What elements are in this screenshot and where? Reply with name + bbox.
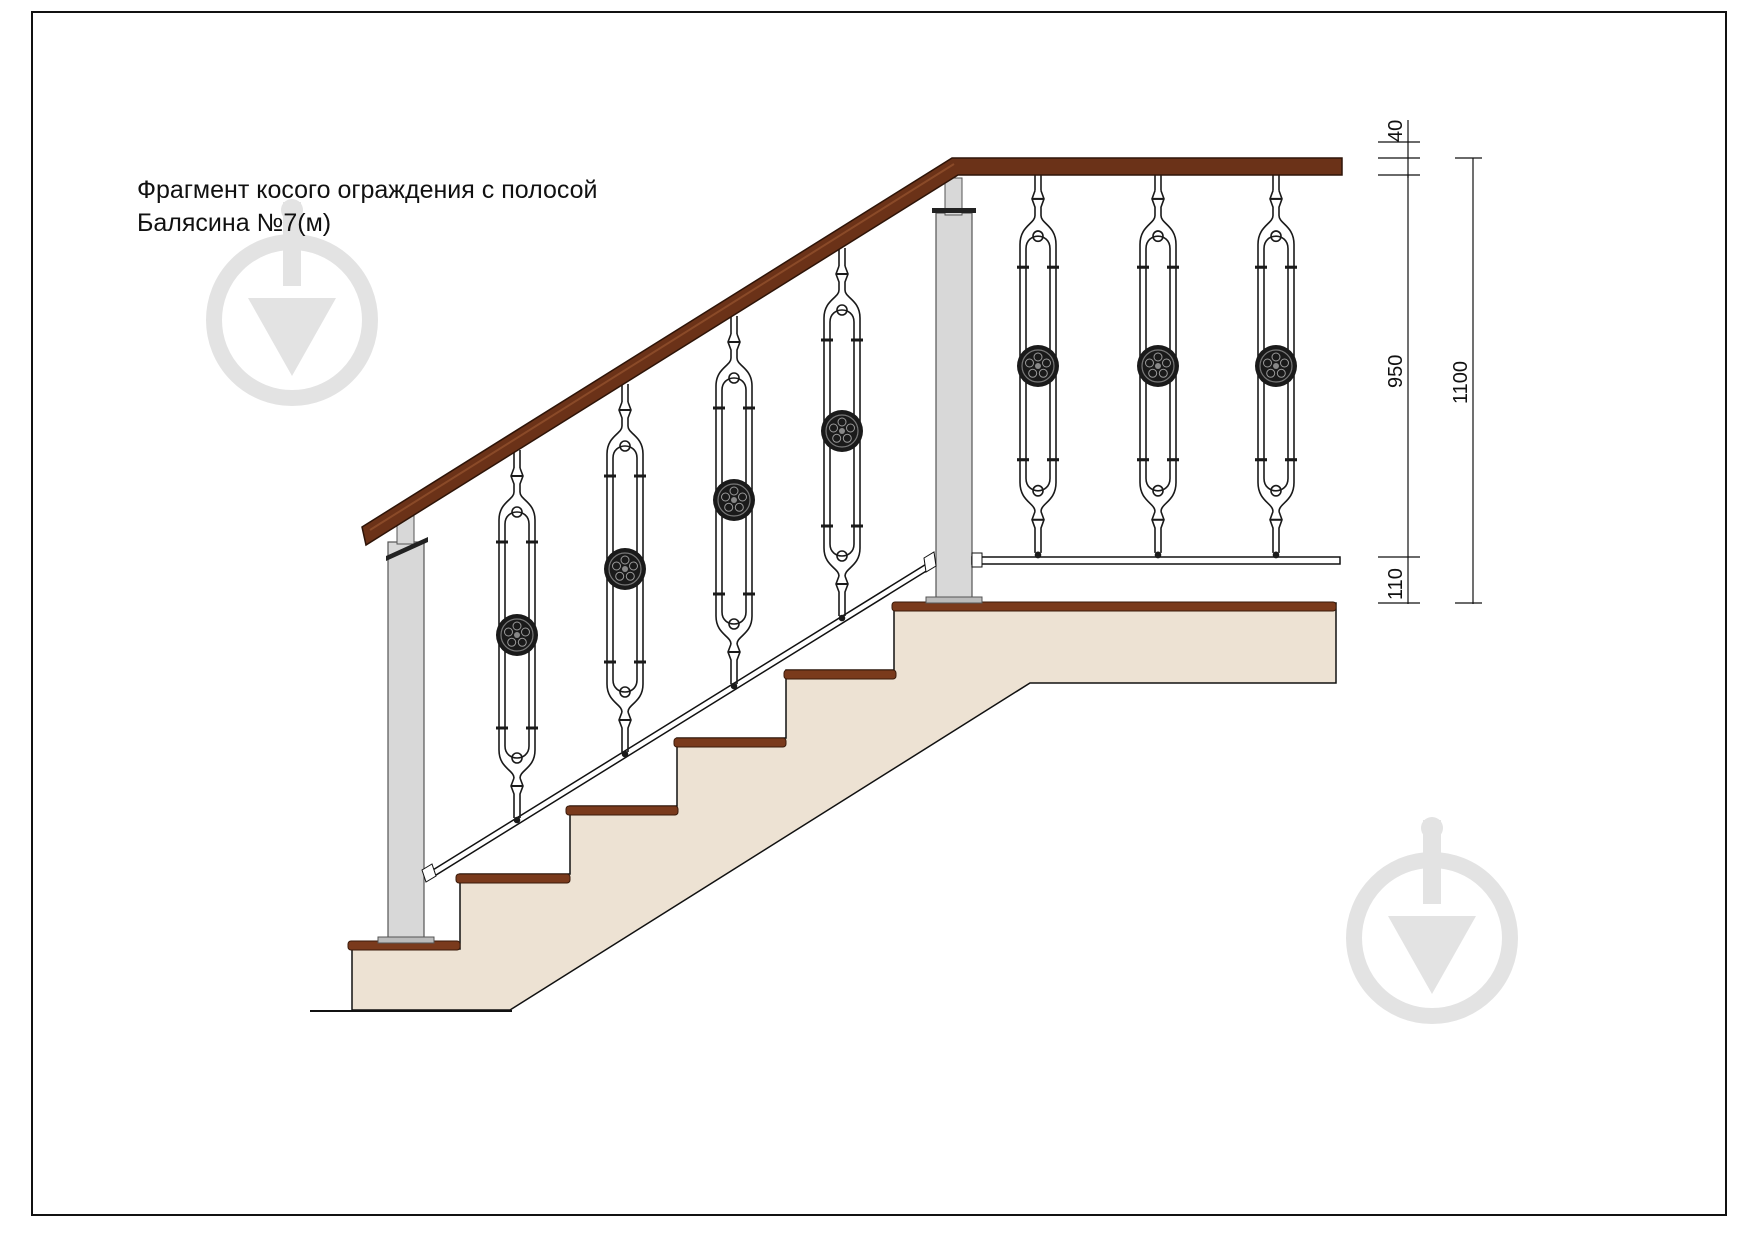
strip-bracket — [923, 551, 937, 573]
right-post-cap — [932, 208, 976, 213]
handrail-highlight — [369, 163, 955, 531]
tread — [891, 601, 1337, 612]
left-post-base — [377, 936, 435, 944]
rosette-icon — [1136, 344, 1180, 388]
horizontal-balusters — [1015, 170, 1299, 560]
stair-treads — [347, 601, 1337, 951]
tread — [565, 805, 679, 816]
rosette-icon — [1016, 344, 1060, 388]
right-post — [935, 212, 973, 600]
drawing-subtitle: Балясина №7(м) — [137, 209, 332, 237]
rosette-icon — [603, 547, 647, 591]
left-post-cap — [386, 537, 428, 561]
rosette-icon — [1254, 344, 1298, 388]
rosette-icon — [495, 613, 539, 657]
drawing-title: Фрагмент косого ограждения с полосой — [137, 176, 598, 204]
handrail — [361, 157, 1343, 547]
dim-bottom-gap: 110 — [1385, 568, 1407, 600]
dim-top-cap: 40 — [1385, 120, 1407, 142]
tread — [673, 737, 787, 748]
rosette-icon — [820, 409, 864, 453]
strip-bracket — [421, 863, 437, 883]
dim-rail-height: 950 — [1385, 355, 1407, 388]
horizontal-bottom-strip — [971, 556, 1341, 565]
watermark-logo-icon — [1354, 817, 1510, 1016]
tread — [455, 873, 571, 884]
rosette-icon — [712, 478, 756, 522]
left-post — [387, 541, 425, 940]
dim-total-height: 1100 — [1450, 361, 1472, 404]
tread — [783, 669, 897, 680]
dimension-lines — [1378, 120, 1482, 604]
drawing-frame — [31, 11, 1727, 1216]
right-post-base — [925, 596, 983, 604]
strip-bracket — [971, 552, 983, 568]
